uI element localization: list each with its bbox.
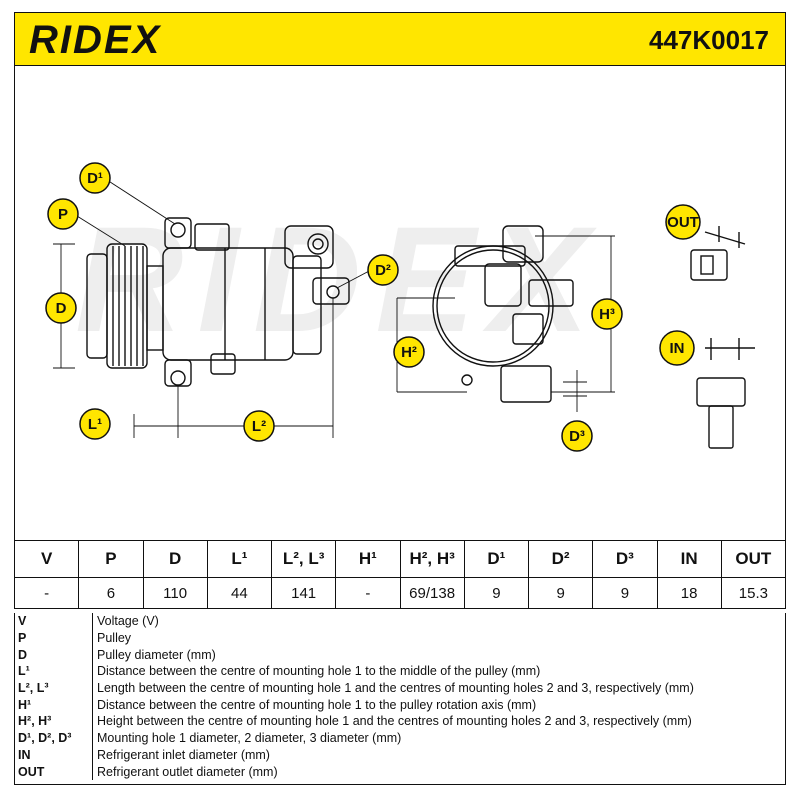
spec-value-in: 18 bbox=[656, 577, 722, 609]
callout-h2-label: H² bbox=[401, 344, 417, 361]
legend-row: L¹ Distance between the centre of mountin… bbox=[14, 663, 786, 680]
callout-h2: H² bbox=[393, 336, 425, 368]
spec-value-d3: 9 bbox=[592, 577, 658, 609]
technical-drawing: RIDEX bbox=[14, 66, 786, 540]
spec-value-v: - bbox=[13, 577, 80, 609]
legend-desc: Pulley bbox=[97, 631, 132, 646]
legend-key: D¹, D², D³ bbox=[14, 729, 93, 747]
spec-value-h2-h3: 69/138 bbox=[399, 577, 465, 609]
callout-l1-label: L¹ bbox=[88, 416, 102, 433]
spec-header-h2-h3: H², H³ bbox=[399, 540, 465, 578]
spec-header-d3: D³ bbox=[592, 540, 658, 578]
callout-in-label: IN bbox=[670, 340, 685, 357]
legend-desc: Refrigerant outlet diameter (mm) bbox=[97, 764, 278, 779]
spec-value-h1: - bbox=[335, 577, 401, 609]
callout-d1-label: D¹ bbox=[87, 170, 103, 187]
legend-row: L², L³ Length between the centre of mount… bbox=[14, 679, 786, 697]
legend-key: P bbox=[14, 629, 93, 647]
spec-value-d: 110 bbox=[142, 577, 208, 609]
spec-value-out: 15.3 bbox=[720, 577, 787, 609]
legend-table: V Voltage (V) P Pulley D Pulley diameter (m… bbox=[14, 613, 786, 780]
legend-key: OUT bbox=[14, 763, 93, 780]
legend-row: H¹ Distance between the centre of mountin… bbox=[14, 696, 786, 714]
specs-table: V P D L¹ L², L³ H¹ H², H³ D¹ D² D³ IN OU… bbox=[13, 540, 787, 609]
callout-h3: H³ bbox=[591, 298, 623, 330]
legend-desc: Height between the centre of mounting ho… bbox=[97, 714, 692, 729]
legend-desc: Voltage (V) bbox=[97, 614, 159, 629]
callout-d3-label: D³ bbox=[569, 428, 585, 445]
spec-header-h1: H¹ bbox=[335, 540, 401, 578]
legend-key: L², L³ bbox=[14, 679, 93, 697]
spec-header-d: D bbox=[142, 540, 208, 578]
callout-h3-label: H³ bbox=[599, 306, 615, 323]
callout-in: IN bbox=[659, 330, 695, 366]
callout-out-label: OUT bbox=[667, 214, 699, 231]
dimension-lines bbox=[53, 179, 615, 438]
spec-value-l2-l3: 141 bbox=[270, 577, 337, 609]
legend-row: P Pulley bbox=[14, 629, 786, 647]
spec-header-p: P bbox=[78, 540, 144, 578]
spec-value-d1: 9 bbox=[463, 577, 530, 609]
legend-row: OUT Refrigerant outlet diameter (mm) bbox=[14, 763, 786, 780]
specs-header-row: V P D L¹ L², L³ H¹ H², H³ D¹ D² D³ IN OU… bbox=[13, 540, 787, 578]
spec-value-l1: 44 bbox=[206, 577, 273, 609]
legend-key: V bbox=[14, 613, 93, 630]
legend-key: IN bbox=[14, 746, 93, 764]
in-fitting bbox=[696, 338, 755, 449]
callout-d1: D¹ bbox=[79, 162, 111, 194]
callout-d: D bbox=[45, 292, 77, 324]
legend-row: V Voltage (V) bbox=[14, 613, 786, 630]
spec-header-l1: L¹ bbox=[206, 540, 273, 578]
legend-row: D¹, D², D³ Mounting hole 1 diameter, 2 di… bbox=[14, 729, 786, 747]
legend-key: L¹ bbox=[14, 663, 93, 680]
legend-desc: Mounting hole 1 diameter, 2 diameter, 3 … bbox=[97, 731, 402, 746]
legend-desc: Distance between the centre of mounting … bbox=[97, 664, 541, 679]
spec-header-l2-l3: L², L³ bbox=[270, 540, 337, 578]
part-number: 447K0017 bbox=[649, 25, 769, 55]
legend-row: H², H³ Height between the centre of mount… bbox=[14, 713, 786, 730]
callout-d2-label: D² bbox=[375, 262, 391, 279]
callout-d3: D³ bbox=[561, 420, 593, 452]
watermark: RIDEX bbox=[75, 195, 603, 363]
header-banner: RIDEX 447K0017 bbox=[14, 12, 786, 66]
legend-row: D Pulley diameter (mm) bbox=[14, 646, 786, 664]
spec-value-d2: 9 bbox=[527, 577, 594, 609]
legend-row: IN Refrigerant inlet diameter (mm) bbox=[14, 746, 786, 764]
callout-l2-label: L² bbox=[252, 418, 266, 435]
legend-key: D bbox=[14, 646, 93, 664]
spec-header-in: IN bbox=[656, 540, 722, 578]
front-view bbox=[432, 225, 574, 403]
callout-l2: L² bbox=[243, 410, 275, 442]
legend-desc: Refrigerant inlet diameter (mm) bbox=[97, 747, 270, 762]
legend-desc: Length between the centre of mounting ho… bbox=[97, 681, 694, 696]
legend-desc: Pulley diameter (mm) bbox=[97, 647, 216, 662]
compressor-drawing: RIDEX bbox=[45, 162, 755, 452]
callout-d-label: D bbox=[56, 300, 67, 317]
callout-d2: D² bbox=[367, 254, 399, 286]
legend-key: H², H³ bbox=[14, 713, 93, 730]
callout-p: P bbox=[47, 198, 79, 230]
specs-value-row: - 6 110 44 141 - 69/138 9 9 9 18 15.3 bbox=[13, 577, 787, 609]
callout-out: OUT bbox=[665, 204, 701, 240]
side-view bbox=[86, 217, 350, 387]
callout-l1: L¹ bbox=[79, 408, 111, 440]
out-fitting bbox=[690, 226, 746, 281]
spec-header-v: V bbox=[13, 540, 80, 578]
callout-p-label: P bbox=[58, 206, 68, 223]
spec-header-d2: D² bbox=[527, 540, 594, 578]
legend-key: H¹ bbox=[14, 696, 93, 714]
legend-desc: Distance between the centre of mounting … bbox=[97, 697, 537, 712]
spec-value-p: 6 bbox=[78, 577, 144, 609]
spec-header-d1: D¹ bbox=[463, 540, 530, 578]
ridex-logo: RIDEX bbox=[29, 18, 162, 62]
spec-header-out: OUT bbox=[720, 540, 787, 578]
